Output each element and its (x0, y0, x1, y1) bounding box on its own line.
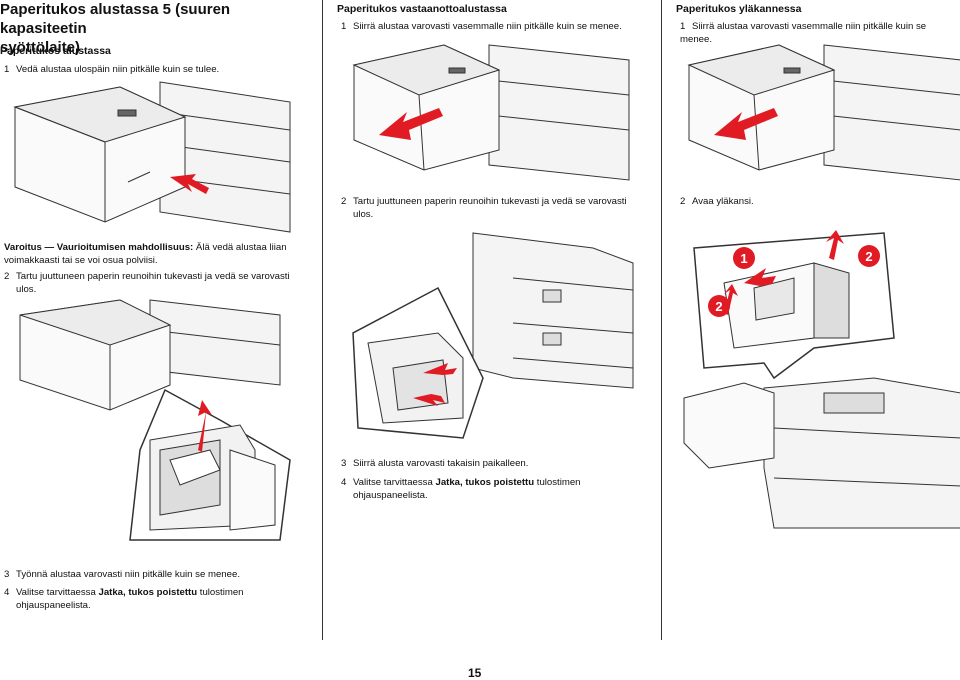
illustration-drawer-pulled (13, 81, 291, 233)
step-2: 2 Tartu juuttuneen paperin reunoihin tuke… (4, 271, 304, 296)
step-text-cont: ulos. (353, 208, 374, 220)
step-text: Valitse tarvittaessa (16, 587, 99, 598)
illustration-slide-left (352, 44, 630, 181)
lift-arrow (198, 400, 212, 452)
cover-arrow-2 (826, 230, 844, 260)
step-1: 1 Vedä alustaa ulospäin niin pitkälle kui… (4, 64, 219, 77)
step-1: 1 Siirrä alustaa varovasti vasemmalle nii… (341, 21, 631, 34)
callout-badge-2a: 2 (858, 245, 880, 267)
step-3: 3 Työnnä alustaa varovasti niin pitkälle … (4, 569, 304, 582)
step-number: 2 (341, 196, 347, 207)
step-2: 2 Tartu juuttuneen paperin reunoihin tuke… (341, 196, 631, 221)
step-text: Vedä alustaa ulospäin niin pitkälle kuin… (16, 64, 220, 75)
step-text-cont: ulos. (16, 283, 37, 295)
section-title: Paperitukos alustassa 5 (suuren kapasite… (0, 0, 318, 57)
warning-label: Varoitus — Vaurioitumisen mahdollisuus: (4, 242, 194, 253)
step-text: Tartu juuttuneen paperin reunoihin tukev… (353, 196, 627, 207)
slide-arrow (379, 108, 443, 140)
step-number: 1 (680, 21, 686, 32)
step-text: Siirrä alusta varovasti takaisin paikall… (353, 458, 529, 469)
step-number: 1 (341, 21, 347, 32)
illustration-open-cover: 1 2 2 (683, 230, 960, 529)
column-tray5: Paperitukos alustassa 5 (suuren kapasite… (0, 0, 318, 640)
warning-note: Varoitus — Vaurioitumisen mahdollisuus: … (4, 242, 304, 267)
step-number: 4 (341, 477, 347, 488)
step-number: 2 (680, 196, 686, 207)
subsection-title: Paperitukos vastaanottoalustassa (337, 3, 507, 15)
title-line-2: syöttölaite) (0, 39, 81, 56)
step-number: 3 (341, 458, 347, 469)
step-4: 4 Valitse tarvittaessa Jatka, tukos poist… (4, 587, 304, 612)
step-text: Työnnä alustaa varovasti niin pitkälle k… (16, 569, 240, 580)
step-4: 4 Valitse tarvittaessa Jatka, tukos poist… (341, 477, 631, 502)
step-number: 1 (4, 64, 10, 75)
step-bold: Jatka, tukos poistettu (98, 587, 198, 598)
callout-number-1: 1 (740, 251, 747, 266)
subsection-title: Paperitukos yläkannessa (676, 3, 802, 15)
warning-text-2: voimakkaasti tai se voi osua polviisi. (4, 254, 158, 266)
illustration-remove-paper (19, 299, 291, 541)
pull-paper-arrow-1 (423, 363, 457, 375)
callout-badge-1: 1 (733, 247, 755, 269)
step-text-cont: ohjauspaneelista. (16, 599, 91, 611)
step-text-post: tulostimen (197, 587, 244, 598)
step-number: 3 (4, 569, 10, 580)
illustration-slide-left-top (687, 44, 960, 181)
warning-text-1: Älä vedä alustaa liian (195, 242, 287, 253)
step-text: Tartu juuttuneen paperin reunoihin tukev… (16, 271, 290, 282)
step-3: 3 Siirrä alusta varovasti takaisin paikal… (341, 458, 631, 471)
cover-arrow-1 (744, 268, 776, 286)
slide-arrow (714, 108, 778, 140)
step-text-cont: ohjauspaneelista. (353, 489, 428, 501)
step-text-post: tulostimen (534, 477, 581, 488)
title-line-1: Paperitukos alustassa 5 (suuren kapasite… (0, 1, 231, 37)
step-number: 4 (4, 587, 10, 598)
callout-badge-2b: 2 (708, 295, 730, 317)
callout-number-2b: 2 (715, 299, 722, 314)
callout-number-2a: 2 (865, 249, 872, 264)
step-text: Siirrä alustaa varovasti vasemmalle niin… (680, 21, 927, 45)
pull-paper-arrow-2 (413, 394, 445, 406)
step-text: Valitse tarvittaessa (353, 477, 436, 488)
step-number: 2 (4, 271, 10, 282)
step-bold: Jatka, tukos poistettu (435, 477, 535, 488)
subsection-title: Paperitukos alustassa (0, 45, 111, 57)
step-text: Avaa yläkansi. (692, 196, 754, 207)
page-number: 15 (468, 666, 482, 680)
step-2: 2 Avaa yläkansi. (680, 196, 960, 209)
step-text: Siirrä alustaa varovasti vasemmalle niin… (353, 21, 622, 32)
illustration-pull-paper (352, 232, 634, 439)
pull-arrow (170, 174, 209, 194)
